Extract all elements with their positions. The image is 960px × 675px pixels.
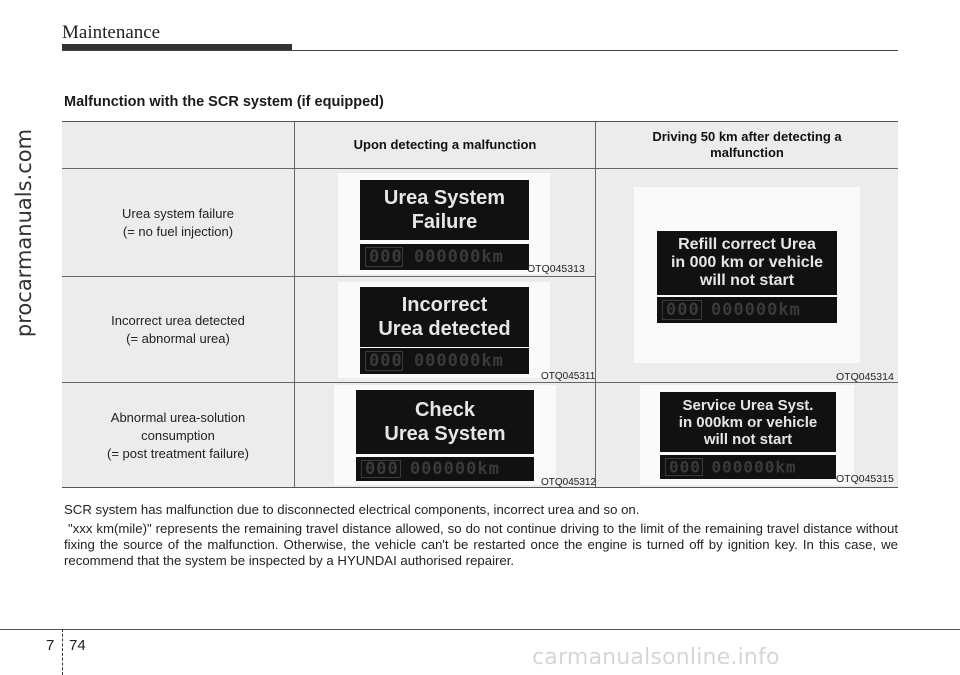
odometer-display: 000 000000km (657, 297, 837, 323)
odometer-text: 000 000000km (669, 457, 797, 477)
side-watermark: procarmanuals.com (6, 88, 42, 378)
figure-code: OTQ045314 (836, 371, 894, 383)
row-label-abnormal-consumption: Abnormal urea-solution consumption (= po… (107, 409, 249, 461)
odometer-display: 000 000000km (356, 457, 534, 481)
display-panel: Incorrect Urea detected 000 000000km (338, 282, 550, 378)
header-rule-thick (62, 44, 292, 50)
table-divider (595, 169, 596, 487)
warning-display: Check Urea System (356, 390, 534, 454)
footer-rule (0, 629, 960, 630)
figure-code: OTQ045313 (527, 263, 585, 275)
trip-box (365, 247, 403, 267)
malfunction-table: Upon detecting a malfunction Driving 50 … (62, 121, 898, 488)
warning-display-text: Service Urea Syst. in 000km or vehicle w… (678, 396, 818, 448)
odometer-text: 000 000000km (369, 247, 504, 267)
warning-display-text: Check Urea System (384, 399, 506, 445)
figure-code: OTQ045312 (541, 477, 597, 488)
warning-display-text: Urea System Failure (383, 187, 506, 233)
warning-display: Refill correct Urea in 000 km or vehicle… (657, 231, 837, 295)
display-panel: Urea System Failure 000 000000km (338, 173, 550, 274)
figure-code: OTQ045311 (541, 371, 596, 382)
display-panel: Check Urea System 000 000000km (334, 385, 556, 485)
trip-box (662, 300, 702, 320)
odometer-display: 000 000000km (660, 455, 836, 479)
header-rule (62, 50, 898, 51)
odometer-text: 000 000000km (365, 459, 500, 479)
table-divider (294, 169, 295, 487)
section-title: Maintenance (62, 22, 161, 43)
warning-display-text: Incorrect Urea detected (378, 294, 511, 340)
side-watermark-text: procarmanuals.com (12, 128, 36, 338)
trip-box (365, 351, 403, 371)
warning-display: Service Urea Syst. in 000km or vehicle w… (660, 392, 836, 452)
warning-display: Urea System Failure (360, 180, 529, 240)
display-panel: Refill correct Urea in 000 km or vehicle… (634, 187, 860, 363)
display-panel: Service Urea Syst. in 000km or vehicle w… (640, 385, 854, 485)
col-header-upon-detecting: Upon detecting a malfunction (294, 122, 595, 169)
odometer-display: 000 000000km (360, 348, 529, 374)
warning-display: Incorrect Urea detected (360, 287, 529, 347)
row-label-urea-failure: Urea system failure (= no fuel injection… (122, 206, 234, 239)
row-divider (62, 382, 898, 383)
warning-display-text: Refill correct Urea in 000 km or vehicle… (670, 236, 824, 289)
col-header-empty (62, 122, 294, 169)
bottom-watermark: carmanualsonline.info (532, 645, 780, 670)
odometer-display: 000 000000km (360, 244, 529, 270)
figure-code: OTQ045315 (836, 473, 894, 485)
page-number: 74 (69, 637, 86, 654)
trip-box (665, 458, 703, 476)
footer-divider (62, 629, 63, 675)
chapter-number: 7 (46, 637, 55, 654)
paragraph: "xxx km(mile)" represents the remaining … (64, 521, 898, 568)
col-header-after-50km: Driving 50 km after detecting a malfunct… (595, 122, 898, 169)
row-divider (62, 276, 595, 277)
odometer-text: 000 000000km (369, 351, 504, 371)
paragraph: SCR system has malfunction due to discon… (64, 502, 640, 517)
odometer-text: 000 000000km (666, 300, 801, 320)
section-heading: Malfunction with the SCR system (if equi… (64, 94, 384, 110)
row-label-incorrect-urea: Incorrect urea detected (= abnormal urea… (111, 312, 245, 346)
trip-box (361, 460, 401, 478)
